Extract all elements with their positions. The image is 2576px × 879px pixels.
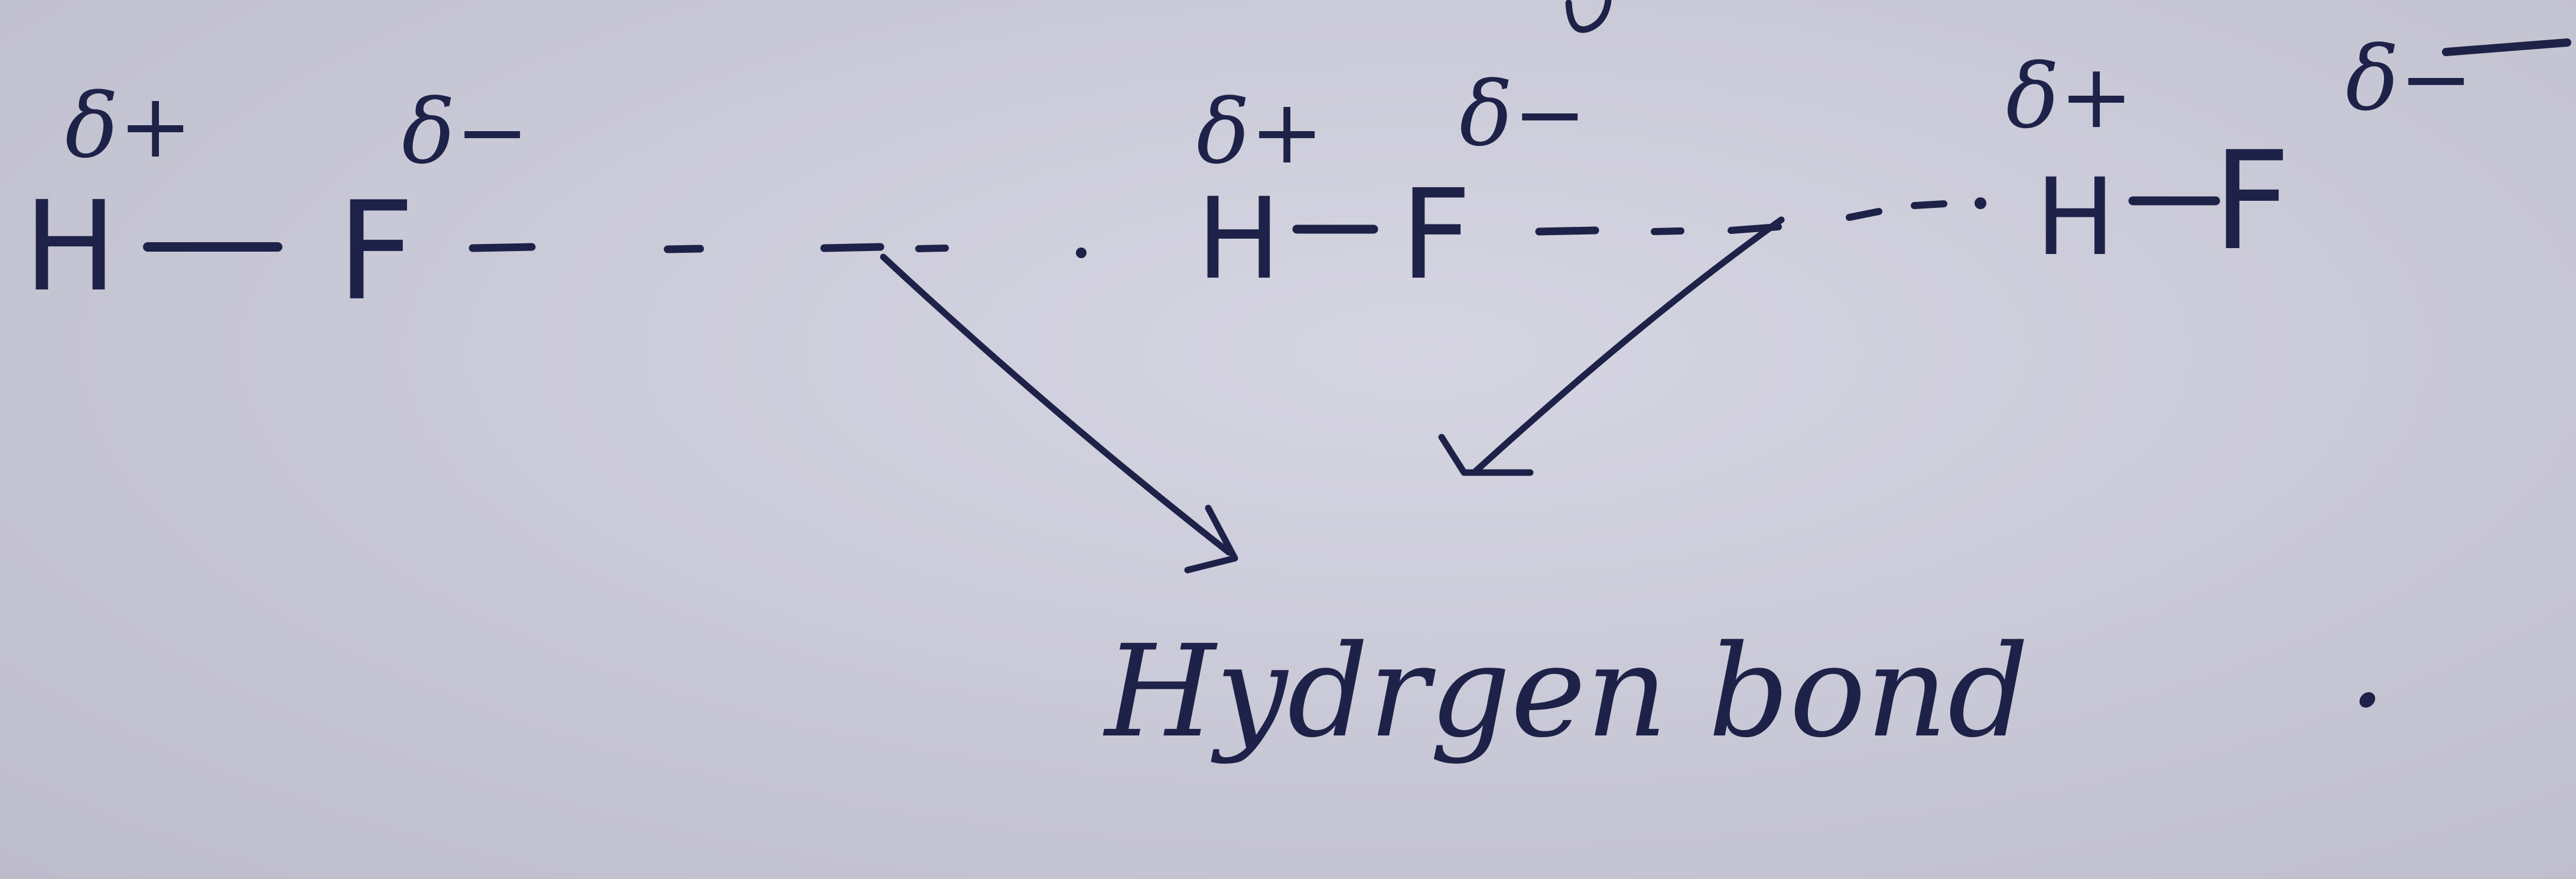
molecule-3-atom-h: H xyxy=(2035,156,2115,279)
caption-period: . xyxy=(2349,597,2386,734)
molecule-2-charge-h: δ+ xyxy=(1196,81,1324,184)
molecule-1-atom-f: F xyxy=(337,173,415,331)
hydrogen-bond-2 xyxy=(1535,197,1986,236)
caption-text: Hydrgen bond xyxy=(1102,617,2029,766)
molecule-3-charge-h: δ+ xyxy=(2006,45,2133,148)
molecule-2-atom-h: H xyxy=(1196,174,1281,304)
molecule-2-charge-f: δ− xyxy=(1459,63,1587,166)
hydrogen-bond-1 xyxy=(469,243,1087,258)
molecule-1-charge-f: δ− xyxy=(402,81,529,184)
molecule-3-charge-f: δ− xyxy=(2346,28,2473,131)
molecule-3: δ+ δ− H F xyxy=(2006,28,2571,281)
molecule-2-atom-f: F xyxy=(1400,162,1472,307)
molecule-1-charge-h: δ+ xyxy=(65,75,193,178)
arrow-to-caption-right xyxy=(1438,216,1785,476)
molecule-3-atom-f: F xyxy=(2213,123,2291,281)
caption-group: Hydrgen bond . xyxy=(1102,597,2386,766)
arrow-to-caption-left xyxy=(880,253,1238,574)
molecule-1-atom-h: H xyxy=(24,174,117,319)
molecule-2: δ+ δ− H F xyxy=(1196,0,1612,307)
molecule-1: δ+ δ− H F xyxy=(24,75,529,331)
